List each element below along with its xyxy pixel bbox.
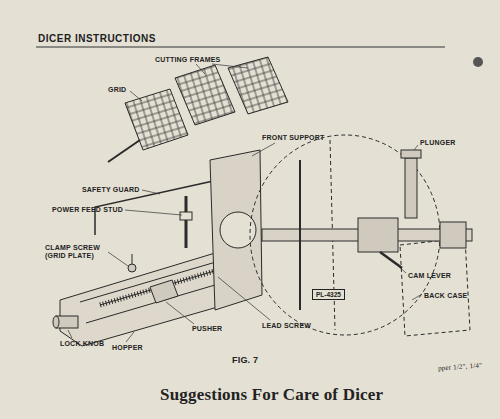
leader-line <box>212 64 248 68</box>
leader-line <box>252 143 275 156</box>
pusher <box>150 280 178 303</box>
leader-line <box>142 190 160 194</box>
hopper-edge <box>80 259 226 302</box>
part-label: LEAD SCREW <box>262 322 311 330</box>
front-support <box>210 150 262 310</box>
leader-line <box>108 252 128 266</box>
figure-code-box: PL-4325 <box>312 289 345 300</box>
leader-line <box>125 210 182 215</box>
part-label: CAM LEVER <box>408 272 451 280</box>
page-header: DICER INSTRUCTIONS <box>38 33 156 44</box>
cutting-frame <box>228 57 288 114</box>
leader-line <box>68 330 72 338</box>
figure-code: PL-4325 <box>316 291 341 298</box>
lead-screw-core <box>100 267 228 305</box>
blade <box>299 160 301 310</box>
part-label: GRID <box>108 86 126 94</box>
leader-line <box>130 91 142 101</box>
lock-knob-end <box>53 316 59 328</box>
leader-line <box>412 294 422 300</box>
section-heading: Suggestions For Care of Dicer <box>160 386 383 405</box>
plunger-knob <box>401 150 421 158</box>
hopper-edge <box>86 280 232 323</box>
part-label: CUTTING FRAMES <box>155 56 220 64</box>
stud-block <box>180 212 192 220</box>
hub <box>358 218 398 252</box>
cam-lever <box>380 252 402 268</box>
collar <box>440 222 466 248</box>
part-label: HOPPER <box>112 344 143 352</box>
leader-line <box>166 302 194 324</box>
part-label: FRONT SUPPORT <box>262 134 325 142</box>
back-case <box>400 238 470 336</box>
part-label: BACK CASE <box>424 292 467 300</box>
leader-line <box>396 264 406 273</box>
leader-line <box>414 145 418 150</box>
part-label: LOCK KNOB <box>60 340 104 348</box>
part-label: CLAMP SCREW (GRID PLATE) <box>45 244 107 259</box>
grid-stem <box>108 140 140 162</box>
cutting-frame <box>175 65 235 125</box>
header-rule <box>36 47 445 48</box>
part-label: PLUNGER <box>420 139 456 147</box>
figure-caption: FIG. 7 <box>232 356 258 366</box>
part-label: PUSHER <box>192 325 222 333</box>
part-label: SAFETY GUARD <box>82 186 140 194</box>
leader-line <box>126 332 134 342</box>
part-label: POWER FEED STUD <box>52 206 123 214</box>
plunger <box>405 158 417 218</box>
body-text-fragment: pper 1/2", 1/4" <box>438 362 483 373</box>
power-feed-stud <box>185 196 188 248</box>
leader-line <box>218 277 270 320</box>
clamp-screw-shaft <box>132 254 133 264</box>
leader-lines <box>68 64 422 342</box>
clamp-screw <box>128 264 136 272</box>
lead-screw <box>100 267 228 305</box>
punch-hole <box>473 57 483 67</box>
grid-plate <box>125 89 188 150</box>
leader-line <box>196 64 205 74</box>
